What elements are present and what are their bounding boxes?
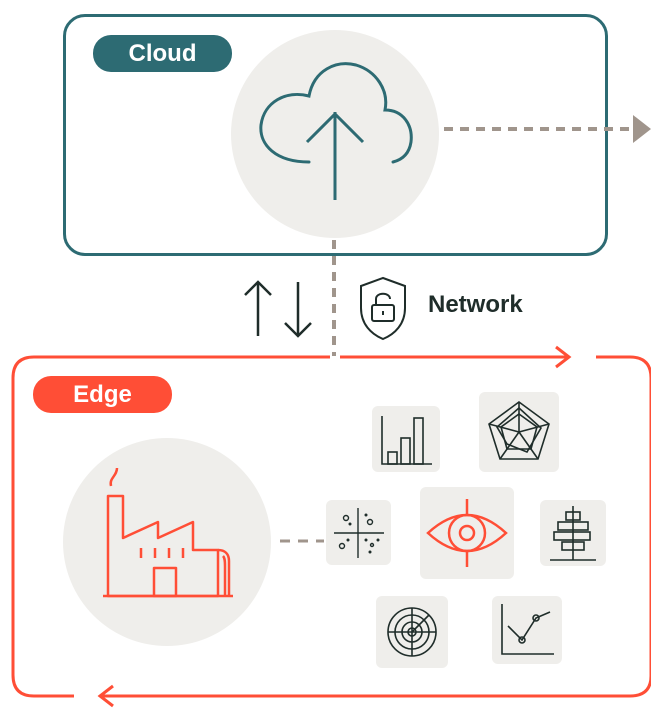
factory-icon xyxy=(103,467,233,598)
edge-frame xyxy=(11,345,651,708)
bar-chart-tile xyxy=(372,406,440,472)
radar-scope-tile xyxy=(376,596,448,668)
radar-scope-icon xyxy=(387,607,437,657)
cloud-label: Cloud xyxy=(93,35,232,72)
cloud-frame xyxy=(63,14,608,256)
eye-icon xyxy=(426,499,508,567)
edge-label: Edge xyxy=(33,376,172,413)
scatter-tile xyxy=(326,500,391,565)
gantt-tile xyxy=(540,500,606,566)
line-chart-tile xyxy=(492,596,562,664)
radar-chart-icon xyxy=(488,401,550,460)
network-label: Network xyxy=(428,291,523,318)
up-down-arrows-icon xyxy=(244,280,312,338)
eye-tile xyxy=(420,487,514,579)
radar-chart-tile xyxy=(479,392,559,472)
cloud-upload-icon xyxy=(259,62,413,200)
lock-shield-icon xyxy=(360,276,406,341)
bar-chart-icon xyxy=(381,416,432,465)
scatter-icon xyxy=(334,508,384,558)
outbound-dotted-arrow xyxy=(444,115,651,143)
line-chart-icon xyxy=(501,604,554,655)
factory-connector xyxy=(280,539,324,543)
gantt-icon xyxy=(550,506,596,561)
factory-circle xyxy=(63,438,271,646)
cloud-edge-dotted-link xyxy=(332,240,336,356)
